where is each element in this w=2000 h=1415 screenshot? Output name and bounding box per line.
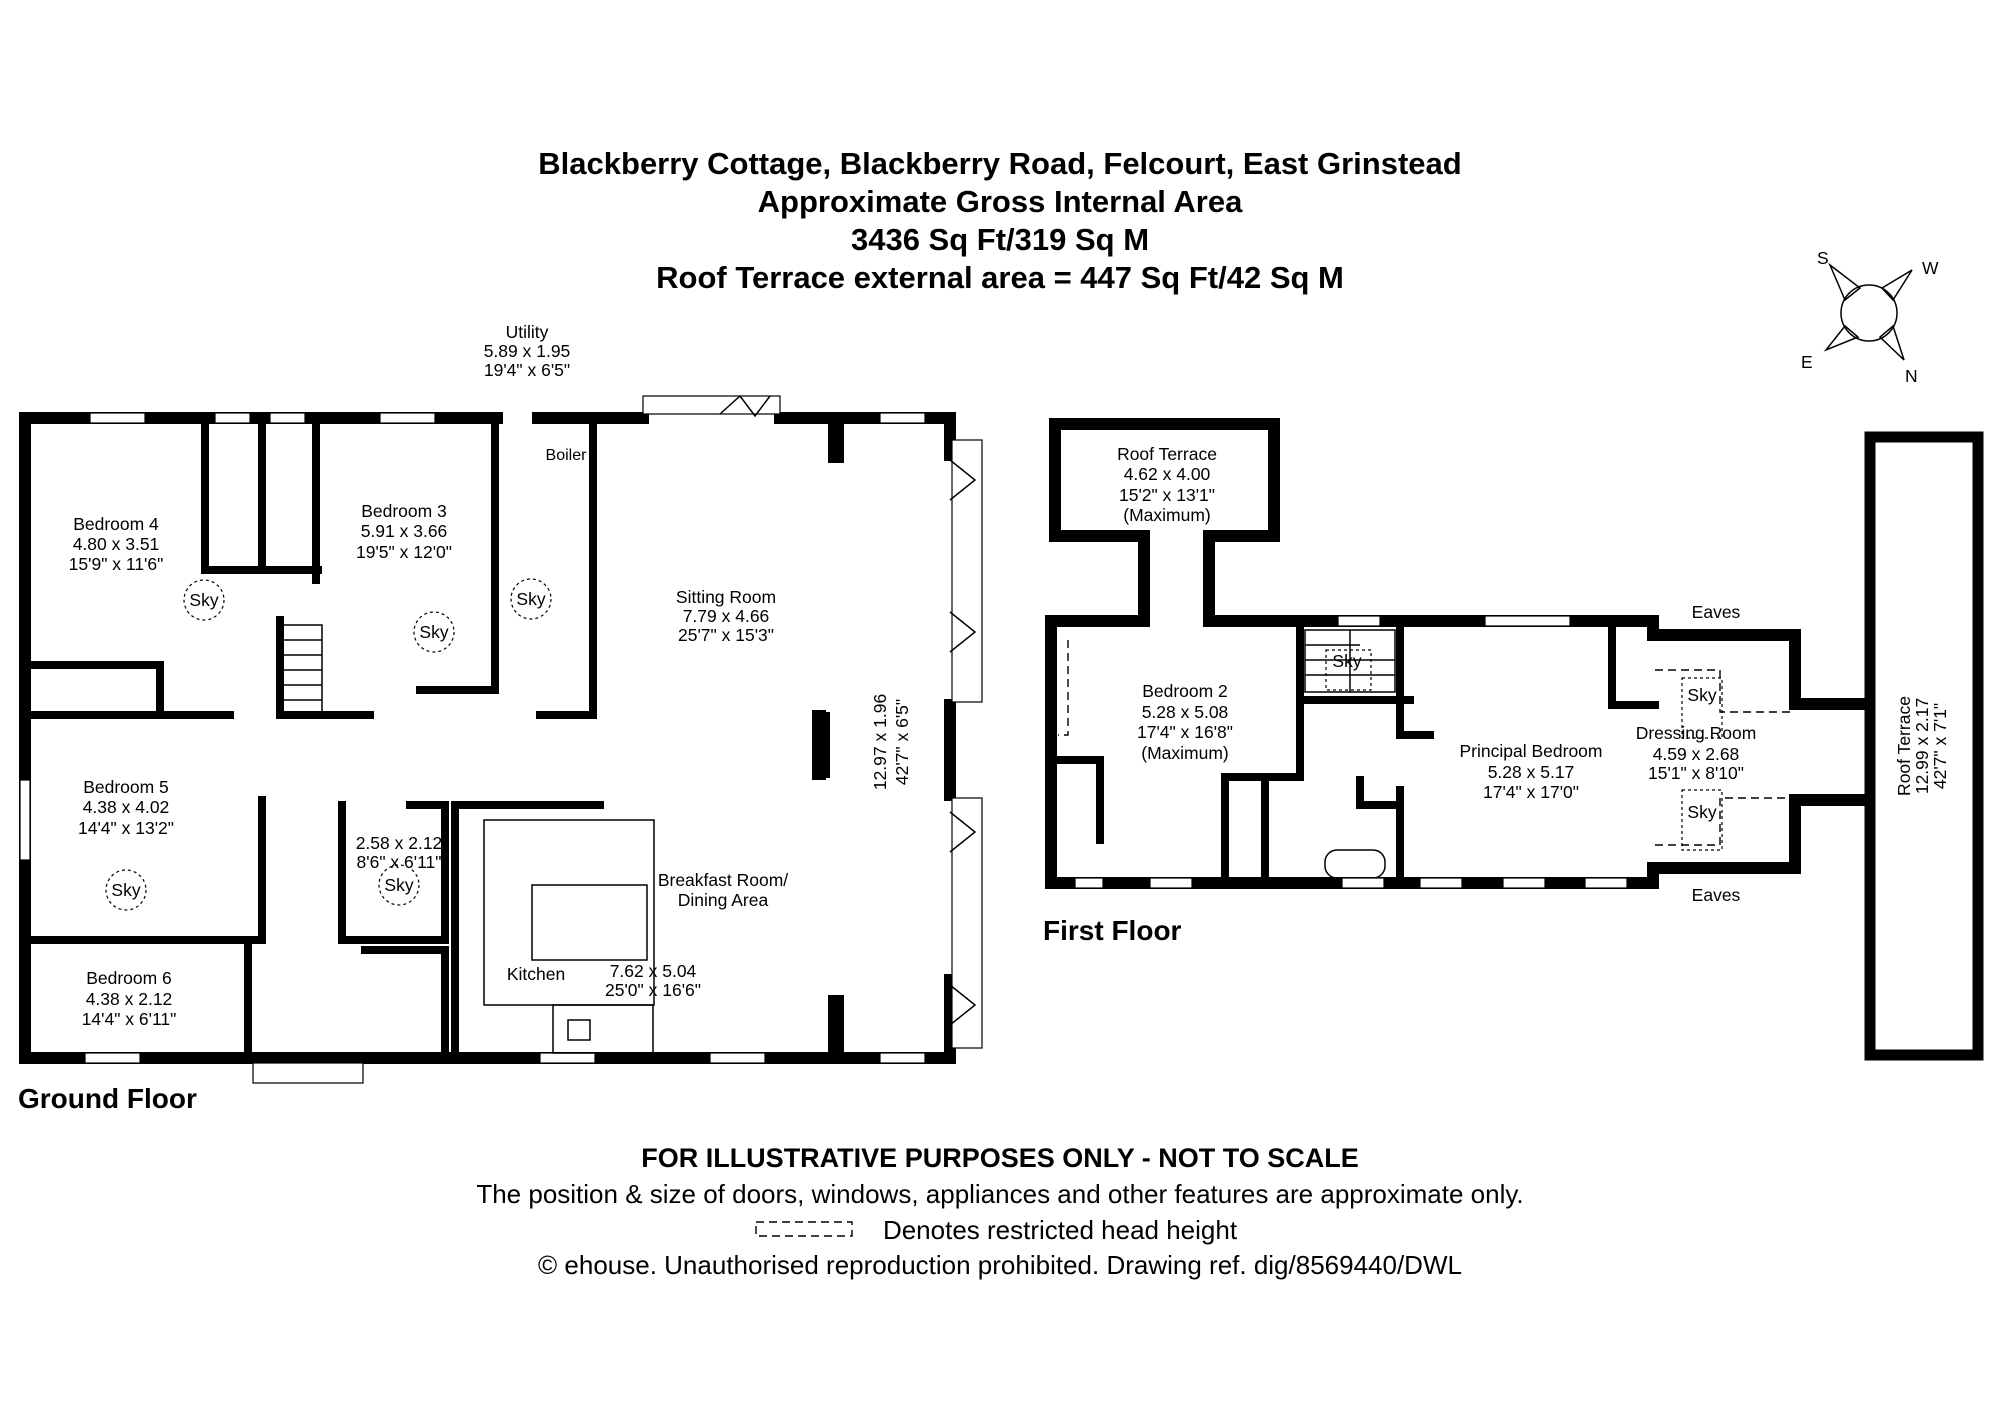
- compass-n: N: [1905, 366, 1918, 386]
- eaves-label: Eaves: [1692, 602, 1741, 622]
- overall-imperial: 42'7" x 6'5": [892, 699, 912, 785]
- bedroom5-label: Bedroom 5: [83, 777, 169, 797]
- bedroom6-imperial: 14'4" x 6'11": [82, 1009, 177, 1029]
- bedroom5-imperial: 14'4" x 13'2": [78, 818, 174, 838]
- bedroom3-metric: 5.91 x 3.66: [361, 521, 448, 541]
- sitting-room-metric: 7.79 x 4.66: [683, 606, 770, 626]
- approximation-note: The position & size of doors, windows, a…: [476, 1179, 1523, 1209]
- staircase-icon: [281, 624, 323, 714]
- roof-terrace-label: Roof Terrace: [1117, 444, 1217, 464]
- principal-bedroom-imperial: 17'4" x 17'0": [1483, 782, 1579, 802]
- terrace-area: Roof Terrace external area = 447 Sq Ft/4…: [656, 260, 1344, 295]
- side-roof-terrace-label: Roof Terrace: [1894, 696, 1914, 796]
- bedroom3-label: Bedroom 3: [361, 501, 447, 521]
- compass-e: E: [1801, 352, 1813, 372]
- store-metric: 2.58 x 2.12: [356, 833, 443, 853]
- skylight-label: Sky: [111, 880, 140, 900]
- boiler-label: Boiler: [546, 447, 588, 464]
- ground-floor-label: Ground Floor: [18, 1083, 197, 1114]
- bedroom6-label: Bedroom 6: [86, 968, 172, 988]
- breakfast-room-label: Breakfast Room/: [658, 870, 788, 890]
- utility-metric: 5.89 x 1.95: [484, 341, 571, 361]
- roof-terrace-note: (Maximum): [1123, 505, 1211, 525]
- header: Blackberry Cottage, Blackberry Road, Fel…: [538, 146, 1461, 295]
- footer: FOR ILLUSTRATIVE PURPOSES ONLY - NOT TO …: [476, 1143, 1523, 1280]
- store-imperial: 8'6" x 6'11": [357, 852, 442, 872]
- eaves-label: Eaves: [1692, 885, 1741, 905]
- bedroom3-imperial: 19'5" x 12'0": [356, 542, 452, 562]
- compass-w: W: [1922, 258, 1939, 278]
- bedroom6-metric: 4.38 x 2.12: [86, 989, 173, 1009]
- principal-bedroom-label: Principal Bedroom: [1460, 741, 1603, 761]
- sitting-room-label: Sitting Room: [676, 587, 776, 607]
- first-floor-label: First Floor: [1043, 915, 1182, 946]
- dressing-room-label: Dressing Room: [1636, 723, 1757, 743]
- roof-terrace-imperial: 15'2" x 13'1": [1119, 485, 1215, 505]
- bedroom4-metric: 4.80 x 3.51: [73, 534, 160, 554]
- skylight-label: Sky: [516, 589, 545, 609]
- bedroom4-imperial: 15'9" x 11'6": [69, 554, 164, 574]
- bedroom4-label: Bedroom 4: [73, 514, 159, 534]
- bedroom2-label: Bedroom 2: [1142, 681, 1228, 701]
- gross-area: 3436 Sq Ft/319 Sq M: [851, 222, 1149, 257]
- bedroom2-imperial: 17'4" x 16'8": [1137, 722, 1233, 742]
- dressing-room-imperial: 15'1" x 8'10": [1648, 763, 1744, 783]
- staircase-icon: [1304, 629, 1396, 693]
- sitting-room-imperial: 25'7" x 15'3": [678, 625, 774, 645]
- side-roof-terrace-metric: 12.99 x 2.17: [1912, 698, 1932, 794]
- ground-floor-labels: Utility 5.89 x 1.95 19'4" x 6'5" Boiler …: [69, 322, 912, 1029]
- legend-text: Denotes restricted head height: [883, 1215, 1238, 1245]
- utility-imperial: 19'4" x 6'5": [484, 360, 570, 380]
- skylight-label: Sky: [1687, 685, 1716, 705]
- bedroom5-metric: 4.38 x 4.02: [83, 797, 170, 817]
- skylight-label: Sky: [384, 875, 413, 895]
- overall-metric: 12.97 x 1.96: [870, 694, 890, 790]
- skylight-label: Sky: [1332, 651, 1361, 671]
- ground-floor-walls: [19, 394, 983, 1084]
- side-roof-terrace-imperial: 42'7" x 7'1": [1930, 703, 1950, 789]
- kitchen-label: Kitchen: [507, 964, 565, 984]
- compass-icon: S W E N: [1801, 248, 1939, 386]
- skylight-label: Sky: [189, 590, 218, 610]
- principal-bedroom-metric: 5.28 x 5.17: [1488, 762, 1575, 782]
- restricted-head-height-legend-icon: [755, 1221, 853, 1237]
- roof-terrace-metric: 4.62 x 4.00: [1124, 464, 1211, 484]
- disclaimer: FOR ILLUSTRATIVE PURPOSES ONLY - NOT TO …: [641, 1143, 1359, 1173]
- subtitle: Approximate Gross Internal Area: [758, 184, 1243, 219]
- skylight-label: Sky: [1687, 802, 1716, 822]
- dining-area-label: Dining Area: [678, 890, 769, 910]
- dressing-room-metric: 4.59 x 2.68: [1653, 744, 1740, 764]
- skylight-label: Sky: [419, 622, 448, 642]
- kitchen-imperial: 25'0" x 16'6": [605, 980, 701, 1000]
- copyright: © ehouse. Unauthorised reproduction proh…: [538, 1250, 1462, 1280]
- first-floor-walls: [1045, 418, 1984, 1061]
- bedroom2-note: (Maximum): [1141, 743, 1229, 763]
- bedroom2-metric: 5.28 x 5.08: [1142, 702, 1229, 722]
- compass-s: S: [1817, 248, 1829, 268]
- first-floor-labels: Roof Terrace 4.62 x 4.00 15'2" x 13'1" (…: [1117, 444, 1950, 905]
- kitchen-metric: 7.62 x 5.04: [610, 961, 697, 981]
- utility-label: Utility: [506, 322, 549, 342]
- address-title: Blackberry Cottage, Blackberry Road, Fel…: [538, 146, 1461, 181]
